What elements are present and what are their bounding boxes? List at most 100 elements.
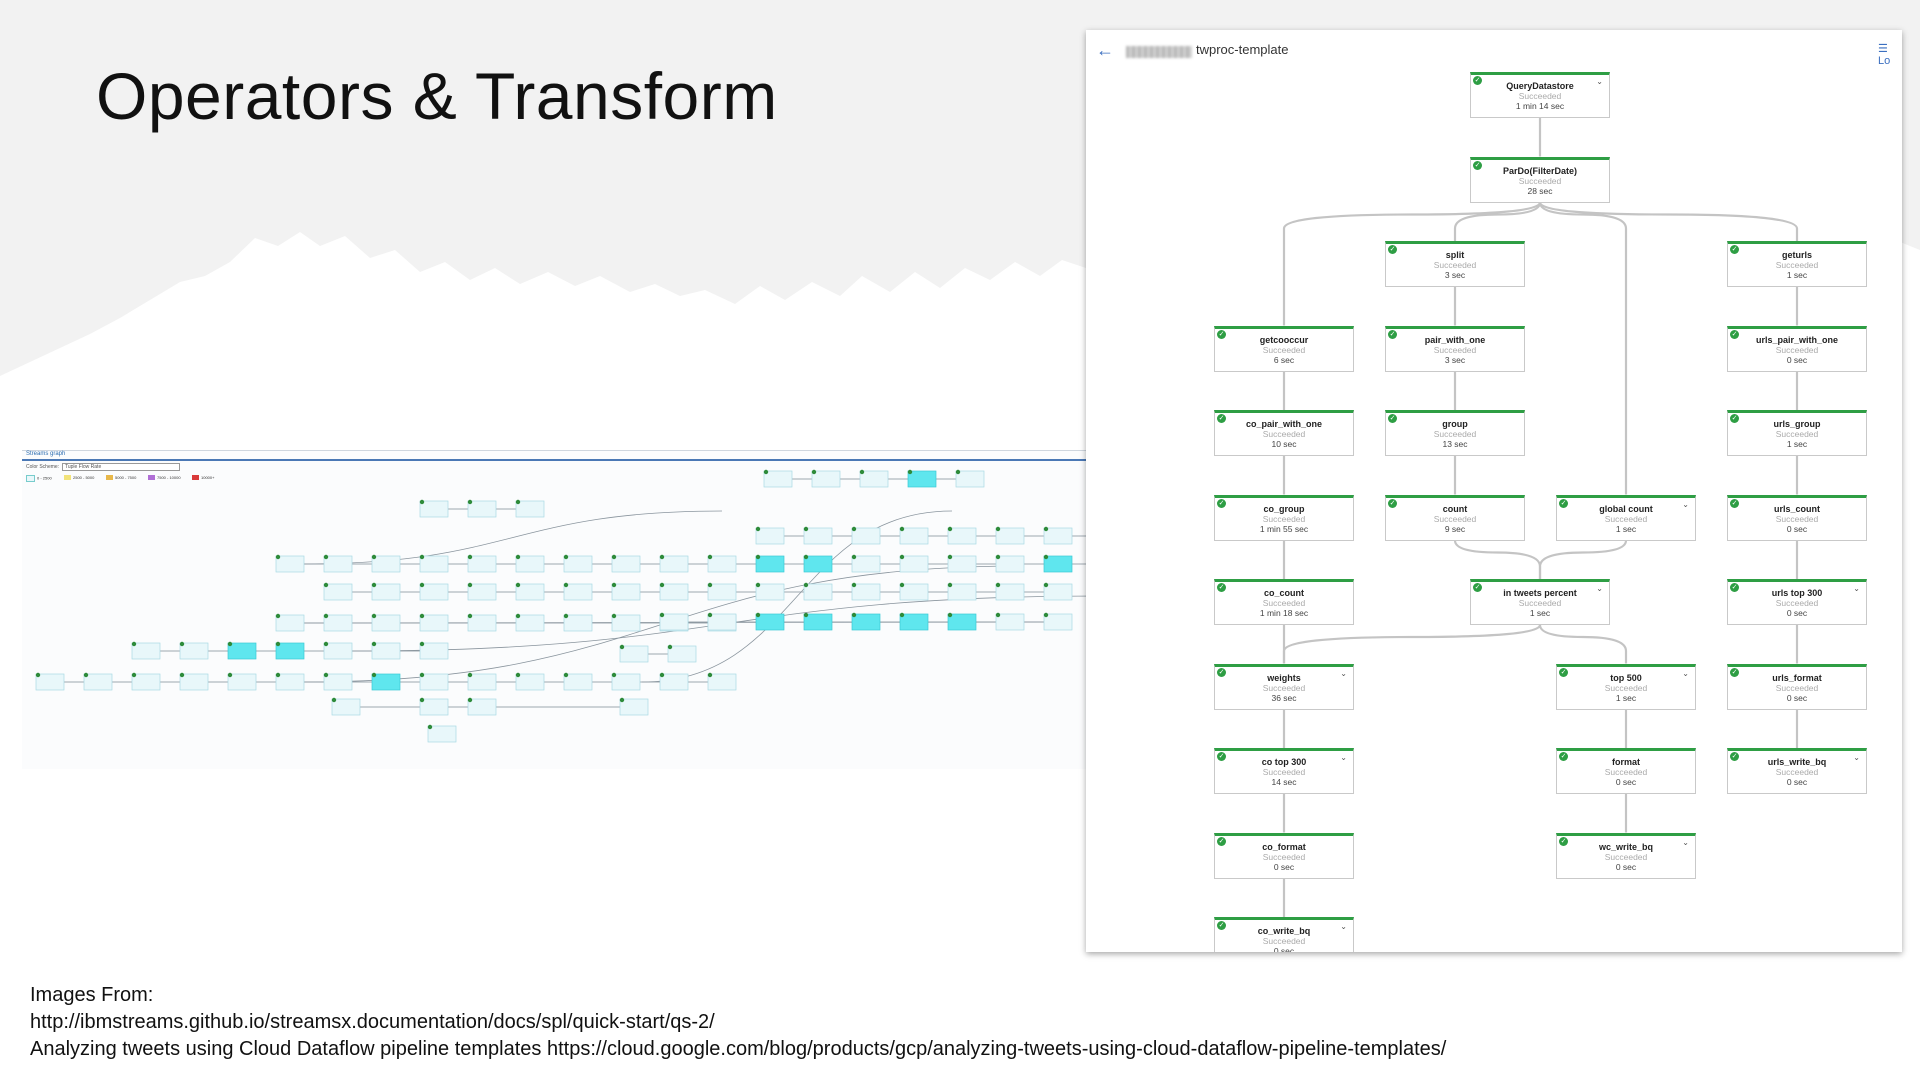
- footer-source-link-1[interactable]: http://ibmstreams.github.io/streamsx.doc…: [30, 1011, 715, 1033]
- step-time: 0 sec: [1273, 861, 1295, 872]
- success-check-icon: ✓: [1730, 667, 1739, 677]
- stream-operator-node: [851, 583, 881, 601]
- operator-health-icon: [467, 613, 473, 619]
- stream-operator-node: [1043, 555, 1073, 573]
- chevron-down-icon[interactable]: ⌄: [1340, 668, 1347, 678]
- success-check-icon: ✓: [1217, 667, 1226, 677]
- success-check-icon: ✓: [1559, 667, 1568, 677]
- stream-operator-node: [179, 673, 209, 691]
- operator-health-icon: [515, 672, 521, 678]
- success-check-icon: ✓: [1559, 498, 1568, 508]
- chevron-down-icon[interactable]: ⌄: [1682, 837, 1689, 847]
- step-status: Succeeded: [1262, 513, 1306, 524]
- footer-source-link-2[interactable]: Analyzing tweets using Cloud Dataflow pi…: [30, 1038, 1447, 1060]
- stream-operator-node: [707, 673, 737, 691]
- chevron-down-icon[interactable]: ⌄: [1853, 753, 1860, 762]
- chevron-down-icon[interactable]: ⌄: [1340, 922, 1347, 931]
- chevron-down-icon[interactable]: ⌄: [1596, 584, 1603, 593]
- stream-operator-node: [515, 583, 545, 601]
- operator-health-icon: [1043, 612, 1049, 618]
- step-time: 1 sec: [1786, 270, 1808, 280]
- operator-health-icon: [419, 554, 425, 560]
- stream-operator-node: [275, 555, 305, 573]
- operator-health-icon: [227, 672, 233, 678]
- operator-health-icon: [35, 672, 41, 678]
- operator-health-icon: [995, 612, 1001, 618]
- step-time: 36 sec: [1271, 692, 1297, 703]
- stream-operator-node: [851, 613, 881, 631]
- stream-operator-node: [467, 583, 497, 601]
- operator-health-icon: [803, 554, 809, 560]
- operator-health-icon: [419, 582, 425, 588]
- step-status: Succeeded: [1775, 682, 1819, 693]
- stream-operator-node: [667, 645, 697, 663]
- step-name: count: [1442, 503, 1468, 514]
- stream-operator-node: [323, 614, 353, 632]
- step-name: ParDo(FilterDate): [1502, 165, 1577, 176]
- success-check-icon: ✓: [1559, 836, 1568, 846]
- chevron-down-icon[interactable]: ⌄: [1853, 584, 1860, 593]
- stream-operator-node: [659, 555, 689, 573]
- color-scheme-label: Color Scheme:: [26, 464, 60, 470]
- operator-health-icon: [899, 582, 905, 588]
- operator-health-icon: [275, 554, 281, 560]
- streams-graph-screenshot: Streams graph Color Scheme: Tuple Flow R…: [22, 450, 1164, 769]
- stream-operator-node: [755, 613, 785, 631]
- step-name: co_pair_with_one: [1245, 419, 1323, 429]
- pipeline-edge: [1538, 624, 1628, 664]
- operator-health-icon: [371, 582, 377, 588]
- stream-operator-node: [467, 673, 497, 691]
- back-arrow-icon[interactable]: ←: [1096, 40, 1114, 60]
- pipeline-edge: [1453, 202, 1542, 241]
- chevron-down-icon[interactable]: ⌄: [1682, 668, 1689, 678]
- step-status: Succeeded: [1433, 260, 1477, 270]
- stream-operator-node: [707, 613, 737, 631]
- operator-health-icon: [323, 554, 329, 560]
- operator-health-icon: [131, 641, 137, 647]
- stream-operator-node: [323, 642, 353, 660]
- stream-operator-node: [467, 614, 497, 632]
- operator-health-icon: [707, 554, 713, 560]
- chevron-down-icon[interactable]: ⌄: [1596, 77, 1603, 86]
- logs-link[interactable]: ☰ Lo: [1878, 43, 1891, 67]
- chevron-down-icon[interactable]: ⌄: [1340, 753, 1347, 762]
- step-status: Succeeded: [1262, 682, 1306, 693]
- operator-health-icon: [659, 582, 665, 588]
- stream-operator-node: [619, 698, 649, 716]
- operator-health-icon: [659, 612, 665, 618]
- chevron-down-icon[interactable]: ⌄: [1682, 499, 1689, 509]
- step-name: urls_pair_with_one: [1755, 334, 1839, 345]
- step-name: co_format: [1262, 841, 1306, 852]
- color-scheme-select[interactable]: Tuple Flow Rate: [62, 463, 180, 471]
- streams-graph-header: Streams graph: [22, 451, 1164, 461]
- operator-health-icon: [899, 612, 905, 618]
- operator-health-icon: [1043, 582, 1049, 588]
- stream-operator-node: [763, 470, 793, 488]
